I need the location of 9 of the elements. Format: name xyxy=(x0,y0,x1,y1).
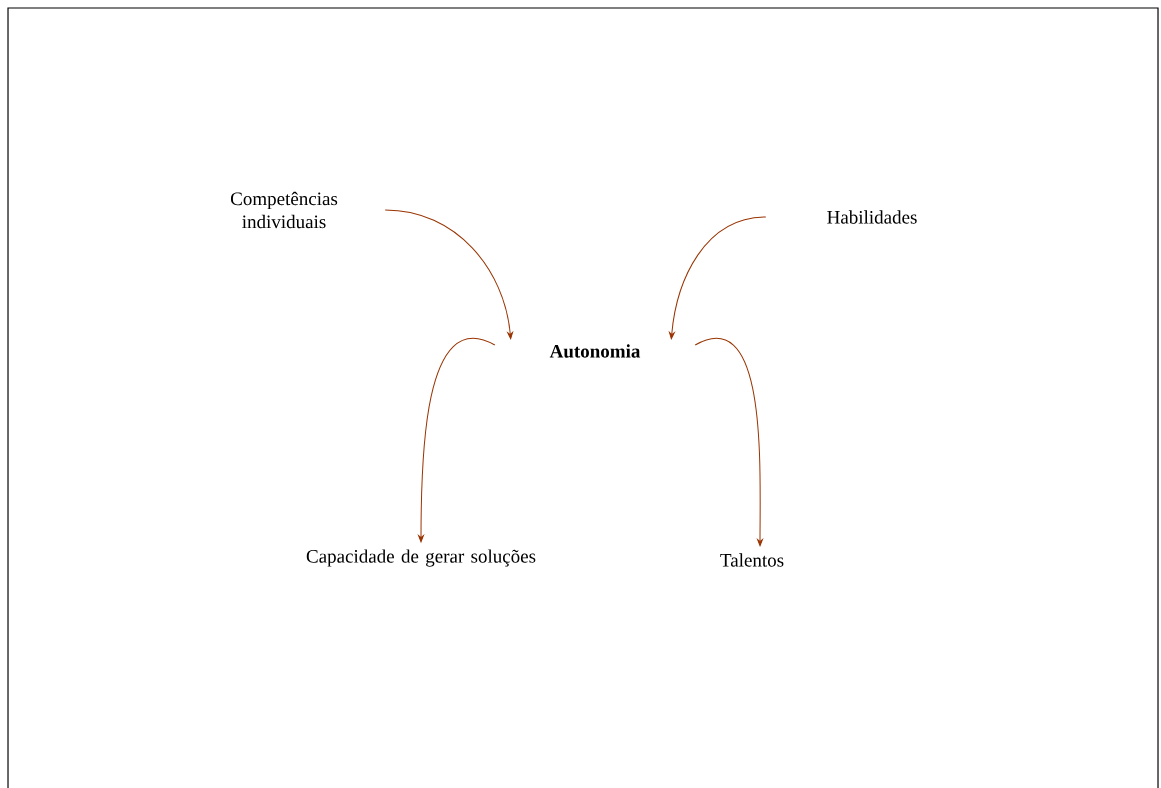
curved-arrow xyxy=(384,209,513,340)
node-label: Capacidade de gerar soluções xyxy=(306,549,536,567)
node-label: Talentos xyxy=(720,553,784,567)
node-label: Habilidades xyxy=(827,210,917,224)
curved-arrow xyxy=(418,338,496,543)
curved-arrow xyxy=(669,216,767,340)
node-label: Autonomia xyxy=(549,344,641,358)
curved-arrow xyxy=(694,338,763,547)
node-label: Competências individuais xyxy=(230,191,338,229)
